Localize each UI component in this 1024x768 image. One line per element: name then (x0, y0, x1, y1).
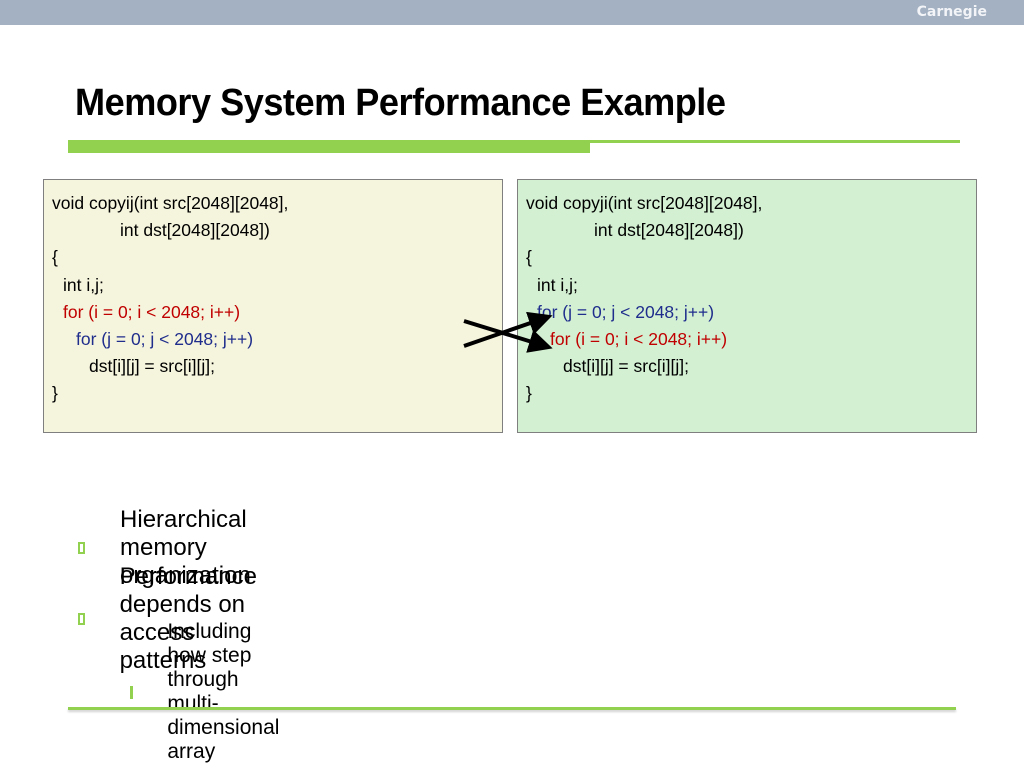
code-text: int dst[2048][2048]) (120, 220, 270, 241)
hollow-square-bullet-icon (78, 542, 86, 554)
code-line: int i,j; (52, 272, 494, 299)
footer-divider (68, 707, 956, 710)
title-underline-thin (590, 140, 960, 143)
code-line: void copyji(int src[2048][2048], (526, 193, 763, 213)
code-text: for (i = 0; i < 2048; i++) (550, 329, 728, 350)
code-text: int dst[2048][2048]) (594, 220, 744, 241)
code-line: int i,j; (526, 272, 968, 299)
code-line-outer-loop: for (i = 0; i < 2048; i++) (52, 299, 494, 326)
code-line: { (52, 247, 58, 268)
code-line: void copyij(int src[2048][2048], (52, 193, 289, 213)
top-banner: Carnegie (0, 0, 1024, 25)
bullet-text: Including how step through multi-dimensi… (167, 620, 280, 763)
bullet-item: Hierarchical memory organization (78, 506, 256, 590)
code-line: dst[i][j] = src[i][j]; (526, 353, 968, 380)
code-line-inner-loop: for (j = 0; j < 2048; j++) (52, 326, 494, 353)
code-line: } (526, 383, 532, 404)
code-line: int dst[2048][2048]) (52, 217, 494, 244)
code-line: dst[i][j] = src[i][j]; (52, 353, 494, 380)
code-text: for (i = 0; i < 2048; i++) (63, 301, 241, 322)
code-text: int i,j; (537, 274, 578, 295)
swap-arrow-down (463, 319, 553, 353)
bullet-text: Performance depends on access patterns (119, 563, 257, 674)
code-line: int dst[2048][2048]) (526, 217, 968, 244)
code-text: int i,j; (63, 274, 104, 295)
code-line-outer-loop: for (j = 0; j < 2048; j++) (526, 299, 968, 326)
code-line: } (52, 383, 58, 404)
hollow-square-bullet-icon (78, 613, 85, 625)
slide-title: Memory System Performance Example (75, 82, 726, 124)
code-line: { (526, 247, 532, 268)
code-text: for (j = 0; j < 2048; j++) (76, 329, 254, 350)
loop-swap-arrows-icon (463, 311, 553, 353)
code-box-copyji: void copyji(int src[2048][2048], int dst… (517, 179, 977, 433)
brand-label: Carnegie (916, 4, 987, 20)
sub-bullet-item: Including how step through multi-dimensi… (130, 620, 289, 764)
title-underline-thick (68, 140, 590, 153)
code-text: dst[i][j] = src[i][j]; (89, 356, 215, 377)
code-text: dst[i][j] = src[i][j]; (563, 356, 689, 377)
code-box-copyij: void copyij(int src[2048][2048], int dst… (43, 179, 503, 433)
code-line-inner-loop: for (i = 0; i < 2048; i++) (526, 326, 968, 353)
bullet-item: Performance depends on access patterns (78, 563, 262, 675)
bullet-text: Hierarchical memory organization (120, 506, 251, 589)
filled-square-bullet-icon (130, 685, 134, 699)
